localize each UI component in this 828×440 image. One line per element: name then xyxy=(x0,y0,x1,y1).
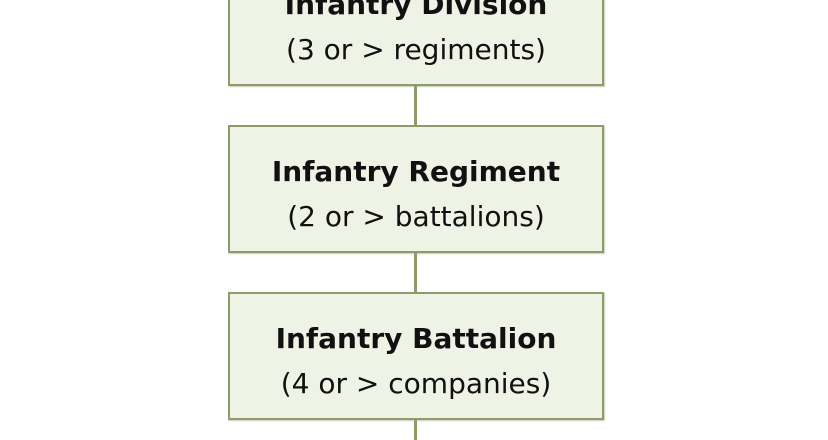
node-subtitle: (4 or > companies) xyxy=(280,367,552,400)
node-infantry-division: Infantry Division (3 or > regiments) xyxy=(228,0,604,86)
node-subtitle: (3 or > regiments) xyxy=(286,33,546,66)
node-subtitle: (2 or > battalions) xyxy=(287,200,545,233)
node-infantry-battalion: Infantry Battalion (4 or > companies) xyxy=(228,292,604,420)
node-title: Infantry Division xyxy=(284,0,548,21)
node-title: Infantry Battalion xyxy=(275,322,557,355)
connector-line xyxy=(414,86,417,125)
node-infantry-regiment: Infantry Regiment (2 or > battalions) xyxy=(228,125,604,253)
connector-line xyxy=(414,420,417,440)
node-title: Infantry Regiment xyxy=(271,155,561,188)
connector-line xyxy=(414,253,417,292)
